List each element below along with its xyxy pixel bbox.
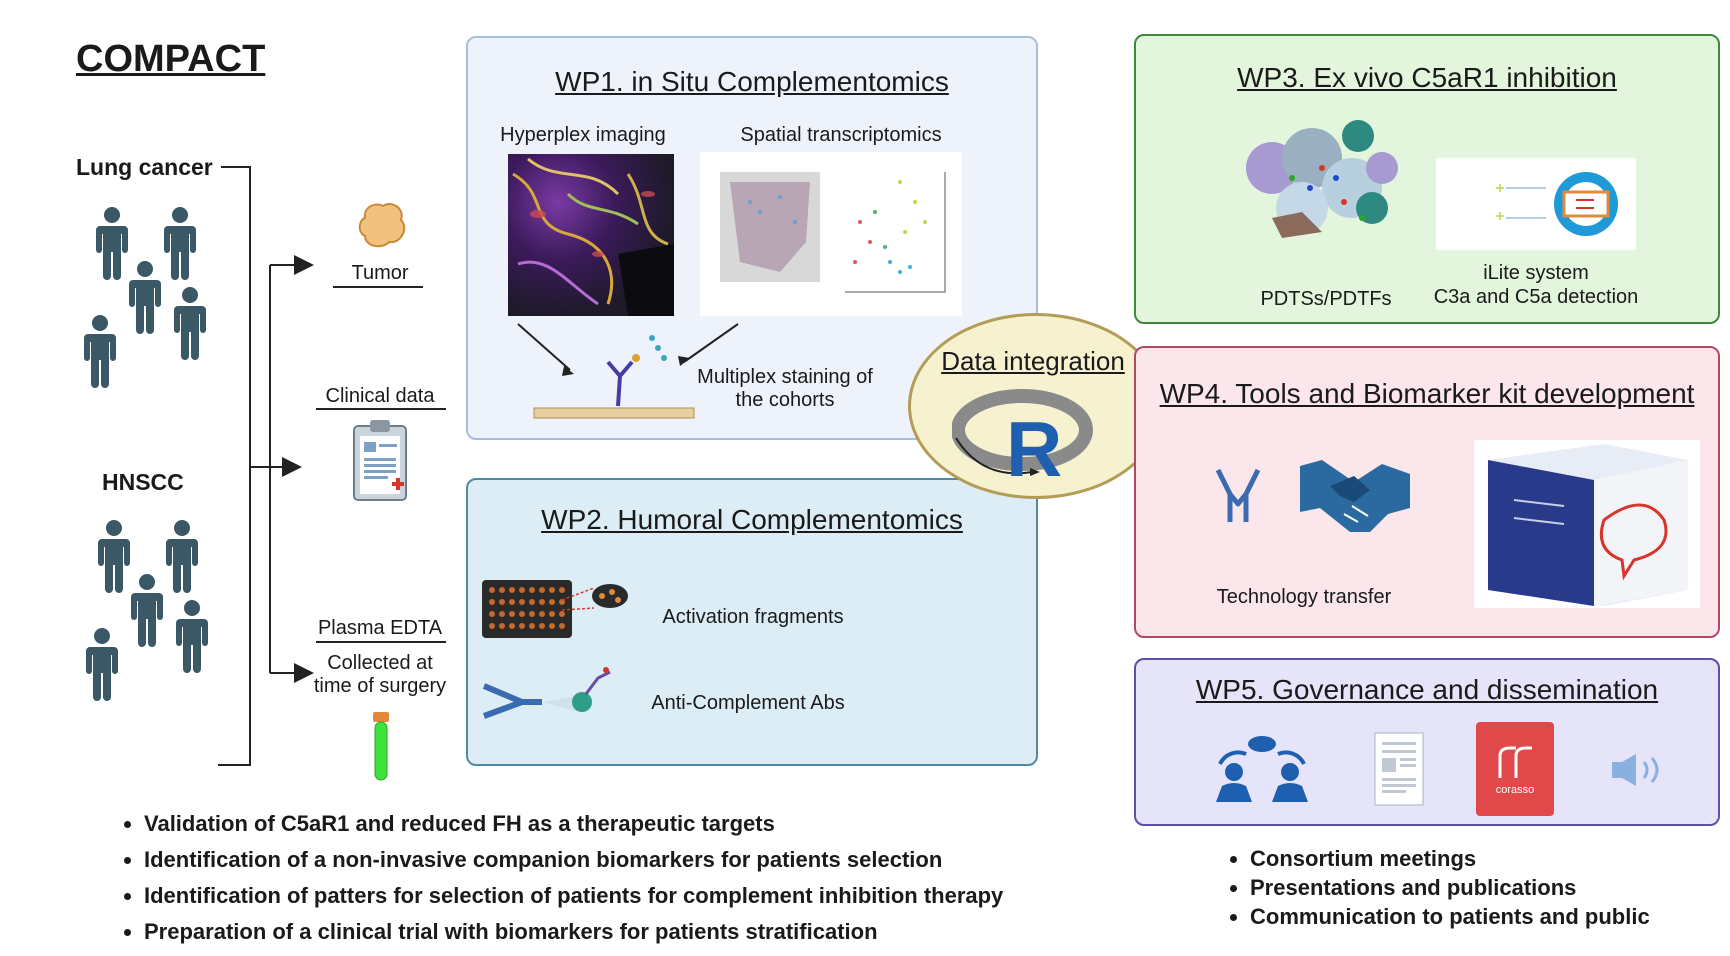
wp2-title: WP2. Humoral Complementomics (541, 504, 963, 535)
cohort-connector-lines (218, 166, 314, 766)
wp5-title: WP5. Governance and dissemination (1195, 674, 1659, 705)
ilite-image (1436, 158, 1636, 250)
outcome-item: Preparation of a clinical trial with bio… (144, 914, 1003, 950)
outcomes-list: Validation of C5aR1 and reduced FH as a … (116, 806, 1003, 950)
pdts-label: PDTSs/PDTFs (1260, 288, 1392, 310)
anti-complement-label: Anti-Complement Abs (651, 692, 845, 714)
wp5-panel: WP5. Governance and dissemination corass… (1134, 658, 1720, 826)
data-integration-label: Data integration (941, 346, 1125, 376)
wp2-panel: WP2. Humoral Complementomics Activation … (466, 478, 1038, 766)
multiplex-label-1: Multiplex staining of (697, 366, 873, 388)
cell-cluster-icon (1232, 108, 1402, 263)
outcome-item: Identification of a non-invasive compani… (144, 842, 1003, 878)
activation-fragments-label: Activation fragments (662, 606, 844, 628)
ilite-label-2: C3a and C5a detection (1433, 286, 1639, 308)
dissemination-item: Communication to patients and public (1250, 902, 1650, 931)
clinical-data-label: Clinical data (325, 385, 435, 407)
tumor-icon (355, 200, 409, 253)
hyperplex-image (508, 154, 674, 316)
blood-tube-icon (372, 712, 390, 787)
dissemination-item: Presentations and publications (1250, 873, 1650, 902)
hyperplex-label: Hyperplex imaging (500, 124, 666, 146)
cohort-lung-label: Lung cancer (76, 154, 213, 180)
wp4-panel: WP4. Tools and Biomarker kit development… (1134, 346, 1720, 638)
multiplex-label-2: the cohorts (735, 389, 835, 411)
r-logo-letter: R (1006, 405, 1063, 493)
clinical-underline (316, 408, 446, 410)
diagram-title: COMPACT (76, 38, 266, 80)
antibody-bead-icon (482, 666, 622, 741)
discussion-icon (1212, 734, 1312, 809)
kit-box-image (1474, 440, 1700, 608)
technology-transfer-label: Technology transfer (1216, 586, 1392, 608)
document-icon (1374, 732, 1424, 811)
wp4-title: WP4. Tools and Biomarker kit development (1159, 378, 1695, 409)
speaker-icon (1610, 752, 1670, 793)
handshake-icon (1300, 456, 1410, 541)
corasso-logo-mark (1498, 746, 1532, 778)
spatial-label: Spatial transcriptomics (740, 124, 942, 146)
dissemination-list: Consortium meetings Presentations and pu… (1222, 844, 1650, 931)
corasso-logo: corasso (1476, 722, 1554, 816)
ilite-label-1: iLite system (1483, 262, 1589, 284)
r-logo-icon (951, 388, 1102, 503)
spatial-image (700, 152, 962, 316)
plasma-underline (316, 641, 446, 643)
outcome-item: Identification of patters for selection … (144, 878, 1003, 914)
clipboard-icon (352, 418, 410, 507)
cohort-hnscc-label: HNSCC (102, 469, 184, 495)
tumor-underline (333, 286, 423, 288)
plasma-note-2: time of surgery (313, 675, 447, 697)
wp3-panel: WP3. Ex vivo C5aR1 inhibition PDTSs/PDTF… (1134, 34, 1720, 324)
corasso-logo-text: corasso (1495, 784, 1535, 796)
wp1-title: WP1. in Situ Complementomics (555, 66, 949, 97)
plate-icon (482, 580, 632, 647)
plasma-note-1: Collected at (327, 652, 433, 674)
plasma-label: Plasma EDTA (317, 617, 443, 639)
outcome-item: Validation of C5aR1 and reduced FH as a … (144, 806, 1003, 842)
dissemination-item: Consortium meetings (1250, 844, 1650, 873)
wp3-title: WP3. Ex vivo C5aR1 inhibition (1237, 62, 1617, 93)
tumor-label: Tumor (351, 262, 409, 284)
antibody-icon (1208, 464, 1268, 531)
wp1-arrows-and-slide (517, 323, 739, 419)
